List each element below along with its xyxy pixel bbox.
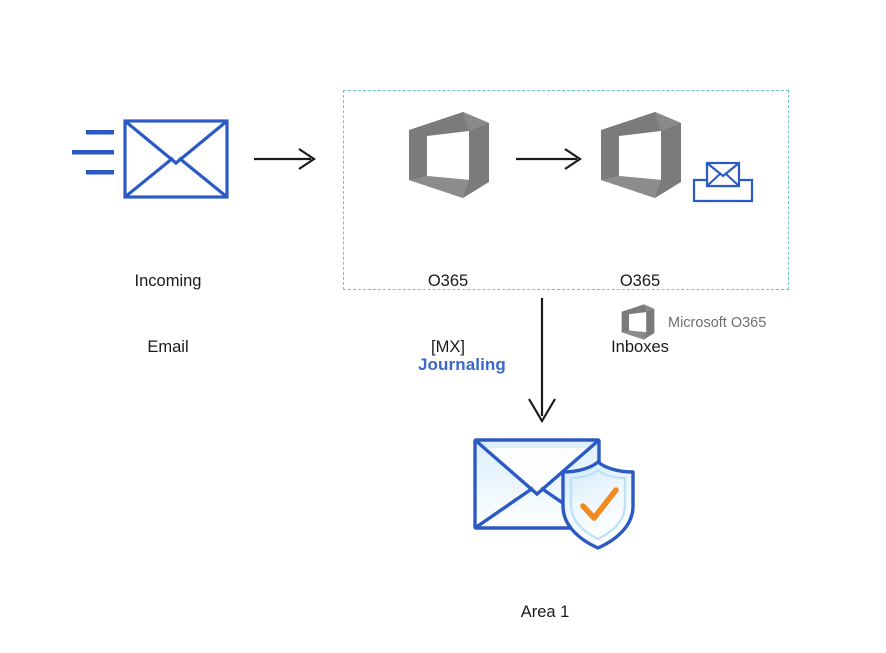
incoming-email-label: Incoming Email: [93, 226, 243, 402]
arrow-o365mx-to-inboxes: [516, 146, 584, 172]
journaling-label: Journaling: [418, 355, 506, 374]
o365-inboxes-label: O365 Inboxes: [565, 226, 715, 402]
area1-envelope-flap: [473, 438, 601, 497]
o365-mx-node: [405, 110, 493, 200]
arrow-head: [528, 398, 556, 424]
area1-label: Area 1 email security: [469, 557, 621, 653]
incoming-email-label-line2: Email: [147, 338, 189, 356]
o365-inboxes-label-line2: Inboxes: [611, 338, 669, 356]
area1-label-line1: Area 1: [520, 603, 570, 621]
o365-bottom-facet: [409, 176, 469, 198]
envelope-flap: [123, 119, 229, 166]
area1-node: [470, 432, 638, 552]
o365-mx-label: O365 [MX]: [373, 226, 523, 402]
arrow-head: [298, 148, 316, 170]
office365-logo-icon: [601, 112, 681, 198]
envelope-icon: [72, 119, 229, 199]
microsoft-o365-boundary: [343, 90, 789, 290]
legend-o365-icon: [620, 303, 656, 341]
o365-inner-page: [619, 131, 661, 180]
office365-logo-icon: [621, 304, 655, 340]
o365-inboxes-label-line1: O365: [619, 272, 661, 290]
o365-top-facet: [643, 304, 655, 313]
badge-envelope-fold-left: [706, 172, 722, 187]
envelope-fold-right: [177, 156, 229, 199]
o365-inboxes-node: [597, 110, 685, 200]
badge-envelope-flap: [706, 162, 740, 178]
o365-mx-label-line1: O365: [427, 272, 469, 290]
arrow-journaling-down: [525, 298, 559, 424]
arrow-incoming-to-o365mx: [254, 146, 318, 172]
incoming-email-label-line1: Incoming: [134, 272, 202, 290]
o365-inner-page: [629, 312, 647, 333]
area1-check-icon: [580, 487, 619, 521]
o365-top-facet: [463, 112, 489, 131]
speed-line-bottom: [86, 170, 114, 175]
office365-logo-icon: [409, 112, 489, 198]
speed-line-middle: [72, 150, 114, 155]
secure-email-shield-icon: [473, 438, 635, 550]
o365-top-facet: [655, 112, 681, 131]
incoming-email-node: [70, 118, 230, 210]
envelope-fold-left: [123, 156, 175, 199]
badge-envelope-fold-right: [724, 172, 740, 187]
speed-line-top: [86, 130, 114, 135]
o365-bottom-facet: [621, 330, 647, 340]
o365-mx-label-line2: [MX]: [431, 338, 465, 356]
arrow-head: [564, 148, 582, 170]
area1-shield-highlight: [569, 468, 627, 541]
area1-shield: [561, 460, 635, 550]
area1-envelope-inner: [484, 448, 590, 494]
legend-label: Microsoft O365: [668, 315, 767, 331]
area1-envelope-fold-left: [474, 486, 534, 530]
o365-bottom-facet: [601, 176, 661, 198]
inbox-tray-envelope-icon: [692, 160, 754, 204]
o365-inner-page: [427, 131, 469, 180]
